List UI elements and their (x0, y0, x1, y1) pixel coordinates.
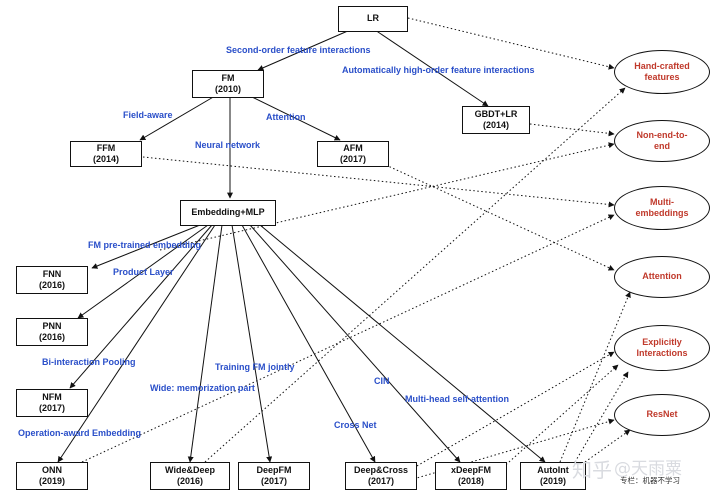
node-embedding-mlp: Embedding+MLP (180, 200, 276, 226)
node-nfm-year: (2017) (38, 403, 65, 413)
edge-fm-ffm (139, 95, 216, 141)
node-xdeepfm-name: xDeepFM (450, 464, 491, 475)
link-ffm-multi (142, 156, 615, 208)
label-product-layer: Product Layer (113, 267, 174, 277)
property-attention-label: Attention (642, 271, 682, 282)
label-bi-interaction: Bi-interaction Pooling (42, 357, 136, 367)
node-autoint: AutoInt (2019) (520, 462, 586, 490)
property-non-end-to-end: Non-end-to-end (614, 120, 710, 162)
node-deepcross: Deep&Cross (2017) (345, 462, 417, 490)
link-emb-nonend (159, 142, 615, 251)
link-deepcross-explicit (409, 351, 615, 471)
property-explicit-label: Explicitly Interactions (636, 336, 688, 358)
node-fnn-year: (2016) (38, 280, 65, 290)
node-autoint-name: AutoInt (537, 464, 569, 475)
link-autoint-attention (559, 291, 631, 463)
node-deepfm: DeepFM (2017) (238, 462, 310, 490)
node-onn: ONN (2019) (16, 462, 88, 490)
node-deepfm-year: (2017) (260, 476, 287, 486)
label-wide-memorization: Wide: memorization part (150, 383, 255, 393)
edge-emb-pnn (77, 224, 209, 319)
node-xdeepfm-year: (2018) (457, 476, 484, 486)
node-nfm: NFM (2017) (16, 389, 88, 417)
node-afm-year: (2017) (339, 154, 366, 164)
label-multi-head: Multi-head self-attention (405, 394, 509, 404)
label-training-fm: Training FM jointly (215, 362, 295, 372)
node-deepfm-name: DeepFM (256, 464, 292, 475)
link-deepcross-resnet (409, 418, 615, 481)
node-autoint-year: (2019) (539, 476, 566, 486)
node-widedeep: Wide&Deep (2016) (150, 462, 230, 490)
node-widedeep-year: (2016) (176, 476, 203, 486)
property-nonend-label: Non-end-to-end (636, 129, 688, 151)
node-ffm-year: (2014) (92, 154, 119, 164)
node-afm: AFM (2017) (317, 141, 389, 167)
node-fnn-name: FNN (42, 268, 62, 279)
node-widedeep-name: Wide&Deep (165, 464, 215, 475)
node-lr: LR (338, 6, 408, 32)
property-attention: Attention (614, 256, 710, 298)
label-fm-pretrained: FM pre-trained embedding (88, 240, 202, 250)
link-autoint-explicit (574, 371, 629, 463)
node-gbdt: GBDT+LR (2014) (462, 106, 530, 134)
node-nfm-name: NFM (42, 391, 62, 402)
label-second-order: Second-order feature interactions (226, 45, 371, 55)
watermark-site: 知乎 (572, 458, 612, 482)
property-multi-label: Multi-embeddings (635, 196, 689, 218)
node-deepcross-year: (2017) (367, 476, 394, 486)
edge-emb-autoint (259, 224, 546, 463)
edge-emb-deepfm (231, 224, 273, 463)
edge-lr-fm (257, 29, 351, 71)
property-hand-label: Hand-crafted features (634, 60, 690, 82)
node-gbdt-name: GBDT+LR (474, 108, 518, 119)
node-onn-year: (2019) (38, 476, 65, 486)
edge-emb-fnn (91, 224, 201, 269)
property-explicit-interactions: Explicitly Interactions (614, 325, 710, 371)
property-multi-embeddings: Multi-embeddings (614, 186, 710, 230)
property-resnet-label: ResNet (646, 409, 678, 420)
node-emb-label: Embedding+MLP (191, 207, 265, 218)
edge-emb-deepcross (241, 224, 376, 463)
watermark-column: 专栏：机器不学习 (620, 476, 680, 485)
edge-fm-afm (249, 95, 341, 141)
label-operation-award: Operation-award Embedding (18, 428, 142, 438)
edge-emb-nfm (69, 224, 213, 389)
node-gbdt-year: (2014) (482, 120, 509, 130)
node-fm-year: (2010) (214, 84, 241, 94)
node-deepcross-name: Deep&Cross (353, 464, 409, 475)
node-fm-name: FM (221, 72, 235, 83)
node-xdeepfm: xDeepFM (2018) (435, 462, 507, 490)
property-hand-crafted: Hand-crafted features (614, 50, 710, 94)
property-resnet: ResNet (614, 394, 710, 436)
node-afm-name: AFM (343, 142, 363, 153)
link-widedeep-hand (204, 87, 626, 463)
label-cross-net: Cross Net (334, 420, 377, 430)
node-onn-name: ONN (42, 464, 62, 475)
node-fnn: FNN (2016) (16, 266, 88, 294)
edge-emb-onn (57, 224, 216, 463)
node-ffm-name: FFM (96, 142, 116, 153)
node-pnn-name: PNN (42, 320, 62, 331)
edge-lr-gbdt (374, 29, 489, 107)
node-pnn: PNN (2016) (16, 318, 88, 346)
node-ffm: FFM (2014) (70, 141, 142, 167)
node-lr-label: LR (367, 13, 379, 24)
edge-emb-widedeep (187, 224, 223, 463)
link-gbdt-nonend (529, 123, 615, 137)
label-neural-network: Neural network (195, 140, 261, 150)
label-attention: Attention (266, 112, 306, 122)
link-autoint-resnet (584, 429, 631, 463)
label-cin: CIN (374, 376, 390, 386)
label-auto-high-order: Automatically high-order feature interac… (342, 65, 535, 75)
node-fm: FM (2010) (192, 70, 264, 98)
watermark-author: @天雨粟 (614, 459, 682, 479)
link-lr-hand (407, 17, 615, 70)
link-afm-attention (374, 159, 615, 271)
edge-emb-xdeepfm (249, 224, 461, 463)
node-pnn-year: (2016) (38, 332, 65, 342)
label-field-aware: Field-aware (123, 110, 173, 120)
link-onn-multi (81, 214, 615, 463)
